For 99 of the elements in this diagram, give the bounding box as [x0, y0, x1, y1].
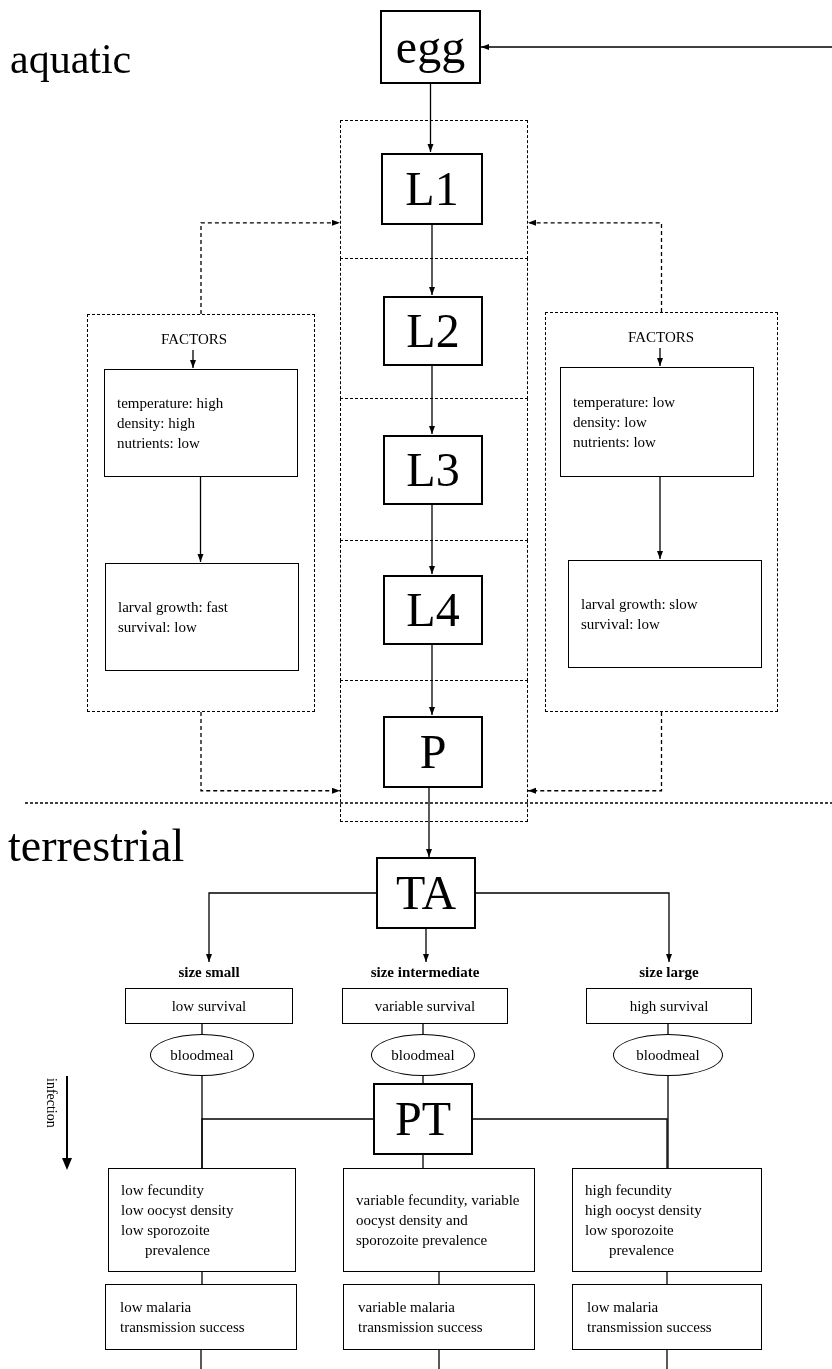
box-text: low fecundity	[121, 1181, 205, 1200]
box-text: low sporozoite prevalence	[585, 1221, 675, 1260]
arrow	[427, 83, 434, 153]
survival-text: variable survival	[374, 996, 476, 1016]
arrow	[480, 44, 832, 50]
box-text: larval growth: slow	[581, 595, 699, 614]
feedback-arrow	[200, 711, 341, 794]
stage-label: P	[419, 728, 447, 776]
feedback-arrow	[527, 219, 663, 313]
stage-label: TA	[395, 869, 457, 917]
arrow	[429, 223, 435, 296]
connector-line	[422, 1023, 424, 1035]
arrow	[475, 892, 672, 963]
size-heading: size small	[178, 963, 240, 982]
dashed-stage-band	[340, 680, 528, 822]
box-text: low oocyst density	[121, 1201, 235, 1220]
connector-line	[201, 1118, 374, 1169]
box-text: variable fecundity, variable oocyst density and sporozoite prevalence	[356, 1191, 521, 1250]
arrow	[423, 928, 429, 963]
connector-line	[201, 1023, 203, 1035]
process-box	[572, 1284, 762, 1350]
process-box	[560, 367, 754, 477]
box-text: survival: low	[118, 618, 198, 637]
stage-label: L1	[405, 165, 459, 213]
stage-box	[376, 857, 476, 929]
stage-box	[383, 296, 483, 366]
ellipse-label: bloodmeal	[636, 1047, 700, 1063]
section-label: terrestrial	[8, 823, 185, 869]
survival-text: low survival	[171, 996, 247, 1016]
connector-line	[667, 1075, 669, 1169]
section-label: infection	[44, 1078, 58, 1128]
arrow	[429, 364, 435, 435]
box-text: density: low	[573, 413, 648, 432]
arrow	[426, 786, 432, 858]
process-box	[568, 560, 762, 668]
connector-line	[200, 1349, 202, 1369]
stage-box	[373, 1083, 473, 1155]
stage-label: L4	[406, 586, 460, 634]
process-box	[104, 369, 298, 477]
box-text: low malaria transmission success	[587, 1298, 713, 1337]
box-text: larval growth: fast	[118, 598, 229, 617]
arrow	[657, 475, 663, 560]
process-box	[105, 1284, 297, 1350]
process-box	[343, 1168, 535, 1272]
box-text: temperature: high	[117, 394, 225, 413]
box-text: density: high	[117, 414, 196, 433]
stage-box	[383, 435, 483, 505]
box-text: nutrients: low	[573, 433, 657, 452]
connector-line	[438, 1271, 440, 1285]
dashed-stage-band	[340, 398, 528, 541]
stage-box	[383, 716, 483, 788]
arrow	[197, 475, 204, 563]
connector-line	[667, 1023, 669, 1035]
box-text: nutrients: low	[117, 434, 201, 453]
connector-line	[201, 1271, 203, 1285]
ellipse-label: bloodmeal	[391, 1047, 455, 1063]
dashed-stage-band	[340, 120, 528, 259]
arrow	[190, 349, 196, 369]
process-box	[105, 563, 299, 671]
ellipse-label: bloodmeal	[170, 1047, 234, 1063]
box-text: temperature: low	[573, 393, 677, 412]
stage-label: PT	[395, 1095, 451, 1143]
factors-heading: FACTORS	[627, 329, 695, 345]
survival-text: high survival	[629, 996, 709, 1016]
box-text: high oocyst density	[585, 1201, 703, 1220]
box-text: high fecundity	[585, 1181, 674, 1200]
size-heading: size large	[639, 963, 699, 982]
stage-label: egg	[395, 23, 466, 71]
box-text: low malaria transmission success	[120, 1298, 246, 1337]
size-heading: size intermediate	[370, 963, 480, 982]
dashed-stage-band	[340, 540, 528, 681]
dashed-stage-band	[340, 258, 528, 399]
connector-line	[666, 1349, 668, 1369]
connector-line	[422, 1075, 424, 1084]
box-text: survival: low	[581, 615, 661, 634]
connector-line	[666, 1271, 668, 1285]
connector-line	[472, 1118, 668, 1169]
feedback-arrow	[200, 219, 341, 315]
stage-box	[381, 153, 483, 225]
stage-box	[380, 10, 481, 84]
stage-label: L2	[406, 307, 460, 355]
dashed-factor-panel	[87, 314, 315, 712]
connector-line	[438, 1349, 440, 1369]
process-box	[108, 1168, 296, 1272]
arrow	[206, 892, 377, 963]
stage-box	[383, 575, 483, 645]
box-text: low sporozoite prevalence	[121, 1221, 211, 1260]
dashed-factor-panel	[545, 312, 778, 712]
factors-heading: FACTORS	[160, 331, 228, 347]
arrow	[429, 503, 435, 575]
stage-label: L3	[406, 446, 460, 494]
box-text: variable malaria transmission success	[358, 1298, 484, 1337]
feedback-arrow	[527, 711, 663, 794]
connector-line	[422, 1154, 424, 1169]
arrow	[429, 643, 435, 716]
arrow	[657, 347, 663, 367]
process-box	[572, 1168, 762, 1272]
section-label: aquatic	[10, 38, 132, 80]
process-box	[343, 1284, 535, 1350]
